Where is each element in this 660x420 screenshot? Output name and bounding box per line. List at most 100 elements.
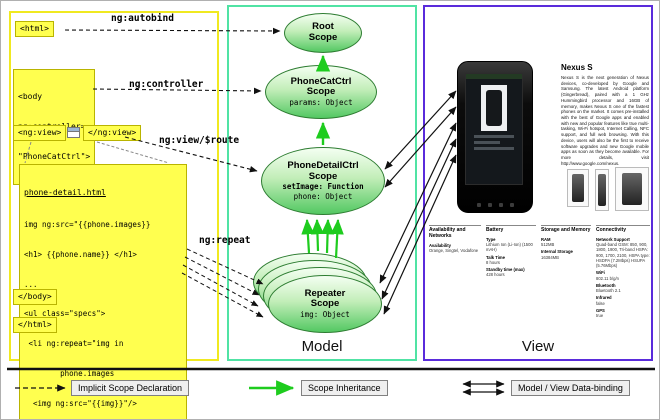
spec-header: Battery <box>486 227 504 233</box>
phone-nav-buttons <box>458 203 532 207</box>
phone-thumbnail-image <box>598 174 606 206</box>
spec-item: Infrared false <box>596 295 650 306</box>
spec-col-battery: Battery Type Lithium Ion (Li-Ion) (1500 … <box>486 225 536 280</box>
html-close-tag: </html> <box>13 317 57 333</box>
phonedetail-title-line2: Scope <box>308 170 338 182</box>
ng-controller-label: ng:controller <box>129 79 204 90</box>
model-section-label: Model <box>301 338 343 355</box>
spec-value: 16384MB <box>541 254 559 260</box>
code-line: <h1> {{phone.name}} </h1> <box>24 249 137 259</box>
spec-item: GPS true <box>596 308 650 319</box>
spec-label: Infrared <box>596 295 612 301</box>
repeater-scope-ellipse: Repeater Scope img: Object <box>268 275 382 333</box>
spec-value: Quad-band GSM: 850, 900, 1800, 1900, Tri… <box>596 242 650 268</box>
code-line: <li ng:repeat="img in <box>24 339 124 348</box>
spec-item: Talk Time 8 hours <box>486 255 536 266</box>
spec-value: false <box>596 300 605 306</box>
phonecat-prop: params: Object <box>289 97 353 107</box>
phone-silhouette <box>486 90 502 126</box>
spec-label: Standby time (max) <box>486 267 525 272</box>
ng-autobind-label: ng:autobind <box>111 13 174 24</box>
body-close-tag: </body> <box>13 289 57 305</box>
window-icon-titlebar <box>68 128 79 132</box>
spec-label: RAM <box>541 236 551 242</box>
legend-scope-inheritance-box: Scope Inheritance <box>301 380 388 396</box>
spec-label: GPS <box>596 307 605 313</box>
phonedetail-prop-phone: phone: Object <box>293 191 353 201</box>
code-line: <ul class="specs"> <box>24 309 106 319</box>
phonedetail-prop-setimage: setImage: Function <box>282 182 364 192</box>
spec-label: WiFi <box>596 270 605 276</box>
nexus-phone-image <box>457 61 533 213</box>
phonedetailctrl-scope-ellipse: PhoneDetailCtrl Scope setImage: Function… <box>261 147 385 215</box>
ng-view-close-tag: </ng:view> <box>83 125 142 141</box>
spec-item: Availability Orange, Singtel, Vodafone <box>429 243 481 254</box>
phone-statusbar <box>466 74 522 79</box>
spec-value: Bluetooth 2.1 <box>596 288 621 293</box>
spec-header: Storage and Memory <box>541 227 591 233</box>
window-icon <box>67 127 80 138</box>
phone-thumbnail-image <box>571 173 585 203</box>
code-line: <img ng:src="{{img}}"/> <box>24 398 137 408</box>
code-line: phone.images <box>24 368 115 378</box>
phone-thumbnail <box>567 169 589 207</box>
spec-value: Lithium Ion (Li-Ion) (1500 mAH) <box>486 242 533 253</box>
spec-value: 8 hours <box>486 259 500 265</box>
phone-screen <box>465 73 523 185</box>
phonecat-title-line1: PhoneCatCtrl <box>290 75 352 87</box>
spec-item: Standby time (max) 428 hours <box>486 267 536 278</box>
phone-nav-dot <box>498 203 503 207</box>
phone-thumbnail <box>615 167 649 211</box>
product-description: Nexus S is the next generation of Nexus … <box>561 75 649 166</box>
spec-item: Type Lithium Ion (Li-Ion) (1500 mAH) <box>486 237 536 253</box>
phone-nav-dot <box>487 203 492 207</box>
phone-thumbnail <box>595 169 609 211</box>
spec-col-availability: Availability and Networks Availability O… <box>429 225 481 255</box>
spec-value: 802.11 b/g/n <box>596 275 619 281</box>
phone-nav-dot <box>509 203 514 207</box>
spec-col-connectivity: Connectivity Network Support Quad-band G… <box>596 225 650 320</box>
legend-implicit-scope-box: Implicit Scope Declaration <box>71 380 190 396</box>
phone-screen-text-line <box>474 147 514 150</box>
ng-view-open-tag: <ng:view> <box>13 125 67 141</box>
code-line: img ng:src="{{phone.images}} <box>24 220 151 229</box>
spec-label: Bluetooth <box>596 282 616 288</box>
root-scope-title-line2: Scope <box>308 32 338 43</box>
phone-screen-text-line <box>474 141 500 144</box>
spec-value: 428 hours <box>486 272 505 278</box>
phonecat-title-line2: Scope <box>306 86 336 98</box>
ng-view-route-label: ng:view/$route <box>159 135 240 146</box>
phone-screen-text-line <box>474 135 514 138</box>
spec-item: Internal Storage 16384MB <box>541 249 591 260</box>
code-line: ... <box>24 279 38 289</box>
spec-header: Connectivity <box>596 227 627 233</box>
spec-item: RAM 512MB <box>541 237 591 248</box>
phonecatctrl-scope-ellipse: PhoneCatCtrl Scope params: Object <box>265 65 377 119</box>
repeater-title-line1: Repeater <box>304 287 346 299</box>
legend-databinding-box: Model / View Data-binding <box>511 380 630 396</box>
phonedetail-title-line1: PhoneDetailCtrl <box>287 160 359 171</box>
phone-thumbnail-image <box>621 172 643 206</box>
body-open-line1: <body <box>18 92 43 101</box>
spec-label: Internal Storage <box>541 249 573 255</box>
view-section-label: View <box>521 338 555 355</box>
repeater-title-line2: Scope <box>310 298 340 310</box>
product-title: Nexus S <box>561 63 593 72</box>
spec-header: Availability and Networks <box>429 227 466 239</box>
body-open-line3: "PhoneCatCtrl"> <box>18 152 91 161</box>
root-scope-title-line1: Root <box>312 21 334 33</box>
spec-label: Talk Time <box>486 254 505 260</box>
phone-screen-photo <box>481 85 507 131</box>
spec-value: 512MB <box>541 242 555 247</box>
root-scope-ellipse: Root Scope <box>284 13 362 53</box>
spec-item: WiFi 802.11 b/g/n <box>596 270 650 281</box>
ng-repeat-label: ng:repeat <box>199 235 251 246</box>
spec-label: Type <box>486 236 496 242</box>
code-box-title: phone-detail.html <box>24 188 106 197</box>
spec-value: Orange, Singtel, Vodafone <box>429 247 479 253</box>
phone-nav-dot <box>476 203 481 207</box>
spec-col-storage: Storage and Memory RAM 512MB Internal St… <box>541 225 591 262</box>
spec-label: Network Support <box>596 236 630 242</box>
spec-value: true <box>596 313 604 318</box>
